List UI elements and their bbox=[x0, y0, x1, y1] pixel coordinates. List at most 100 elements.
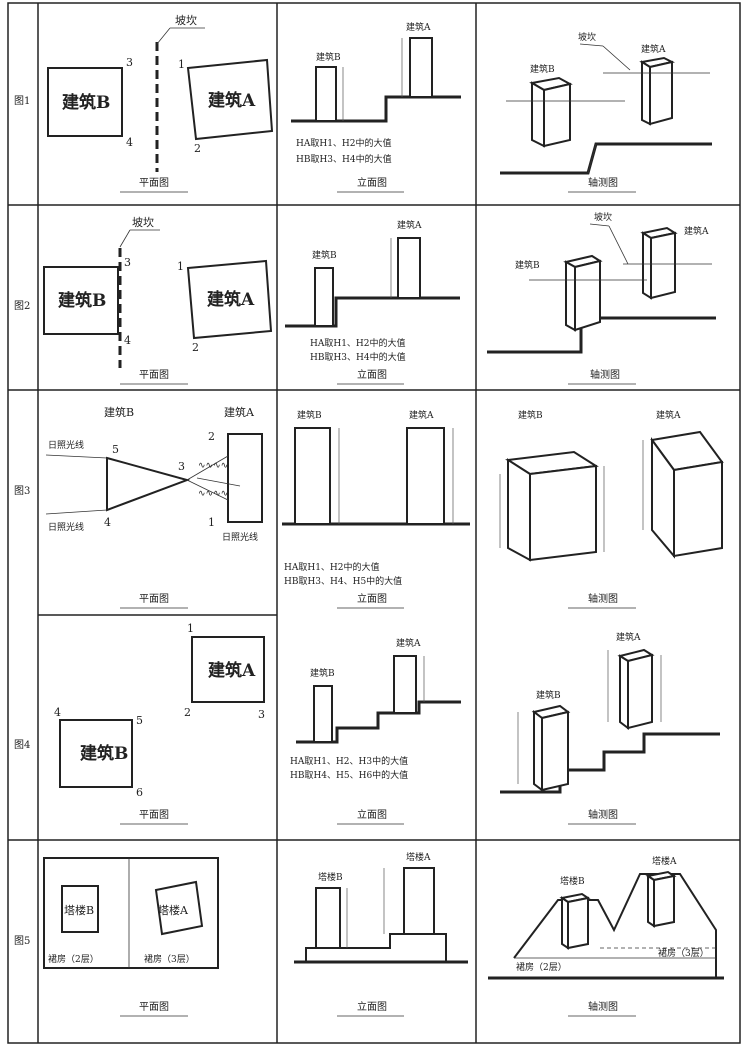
fig2-plan-slope-label: 坡坎 bbox=[132, 216, 154, 229]
fig3-plan-wave-2: ∿∿∿∿ bbox=[198, 489, 228, 499]
fig4-plan-point-4: 4 bbox=[54, 706, 61, 719]
fig2-note-b: HB取H3、H4中的大值 bbox=[310, 351, 406, 363]
row-label-2: 图2 bbox=[14, 300, 30, 312]
fig4-plan-point-1: 1 bbox=[187, 622, 194, 635]
fig4-plan-caption: 平面图 bbox=[139, 809, 169, 821]
fig2-plan-point-2: 2 bbox=[192, 341, 199, 354]
fig2-axon-slope-label: 坡坎 bbox=[594, 211, 612, 223]
fig1-plan-point-3: 3 bbox=[126, 56, 133, 69]
fig5-elev-tower-a-label: 塔楼A bbox=[406, 851, 431, 863]
fig3-plan-point-3: 3 bbox=[178, 460, 185, 473]
fig1-axon-slope-label: 坡坎 bbox=[578, 31, 596, 43]
row-label-3: 图3 bbox=[14, 485, 30, 497]
fig1-plan-point-2: 2 bbox=[194, 142, 201, 155]
fig5-axon-tower-b-label: 塔楼B bbox=[560, 875, 585, 887]
fig5-axon-caption: 轴测图 bbox=[588, 1000, 618, 1013]
fig3-elevation-caption: 立面图 bbox=[357, 592, 387, 605]
fig1-plan-building-b-label: 建筑B bbox=[62, 92, 110, 113]
fig1-plan-caption: 平面图 bbox=[139, 177, 169, 189]
fig3-plan-sun-ray-label-3: 日照光线 bbox=[222, 531, 258, 543]
fig2-elev-building-a-label: 建筑A bbox=[397, 219, 422, 231]
fig2-plan-point-1: 1 bbox=[177, 260, 184, 273]
fig3-plan-point-5: 5 bbox=[112, 443, 119, 456]
fig3-note-b: HB取H3、H4、H5中的大值 bbox=[284, 575, 402, 587]
fig3-axon-building-a-label: 建筑A bbox=[656, 409, 681, 421]
fig4-plan-point-3: 3 bbox=[258, 708, 265, 721]
fig4-plan-point-5: 5 bbox=[136, 714, 143, 727]
fig4-elevation-caption: 立面图 bbox=[357, 808, 387, 821]
fig5-plan-tower-b-label: 塔楼B bbox=[64, 903, 94, 917]
fig2-plan-point-4: 4 bbox=[124, 334, 131, 347]
fig3-elevation: 建筑B 建筑A HA取H1、H2中的大值 HB取H3、H4、H5中的大值 立面图 bbox=[282, 409, 470, 609]
fig4-elev-building-b-label: 建筑B bbox=[310, 667, 335, 679]
fig2-plan-caption: 平面图 bbox=[139, 369, 169, 381]
fig1-plan-slope-label: 坡坎 bbox=[175, 14, 197, 27]
fig3-plan-point-2: 2 bbox=[208, 430, 215, 443]
fig1-axon-building-a-label: 建筑A bbox=[641, 43, 666, 55]
fig2-plan-building-b-label: 建筑B bbox=[58, 290, 106, 311]
fig4-plan-point-6: 6 bbox=[136, 786, 143, 799]
fig1-plan-point-1: 1 bbox=[178, 58, 185, 71]
fig4-plan-building-a-label: 建筑A bbox=[208, 660, 256, 681]
fig5-plan: 塔楼B 塔楼A 裙房（2层） 裙房（3层） 平面图 bbox=[43, 857, 219, 1017]
fig3-plan-sun-ray-label-2: 日照光线 bbox=[48, 521, 84, 533]
fig1-plan: 建筑B 3 4 坡坎 建筑A 1 2 平面图 bbox=[47, 14, 274, 193]
fig3-plan-building-a-label: 建筑A bbox=[224, 405, 255, 419]
fig3-plan-sun-ray-label-1: 日照光线 bbox=[48, 439, 84, 451]
fig1-axon-building-b-label: 建筑B bbox=[530, 63, 555, 75]
fig2-note-a: HA取H1、H2中的大值 bbox=[310, 337, 406, 349]
fig4-axon: 建筑B 建筑A 轴测图 bbox=[500, 631, 720, 825]
fig3-axon: 建筑B 建筑A 轴测图 bbox=[499, 409, 724, 609]
fig1-elev-building-b-label: 建筑B bbox=[316, 51, 341, 63]
fig2-plan: 建筑B 坡坎 3 4 建筑A 1 2 平面图 bbox=[43, 216, 273, 385]
fig3-axon-caption: 轴测图 bbox=[588, 592, 618, 605]
fig3-plan-wave-1: ∿∿∿∿ bbox=[198, 461, 228, 471]
fig2-axon-caption: 轴测图 bbox=[590, 368, 620, 381]
fig1-plan-building-a-label: 建筑A bbox=[208, 90, 256, 111]
fig4-elev-building-a-label: 建筑A bbox=[396, 637, 421, 649]
fig5-plan-tower-a-label: 塔楼A bbox=[158, 903, 189, 917]
fig1-elevation-caption: 立面图 bbox=[357, 176, 387, 189]
fig5-axon-tower-a-label: 塔楼A bbox=[652, 855, 677, 867]
fig3-elev-building-a-label: 建筑A bbox=[409, 409, 434, 421]
fig2-axon: 坡坎 建筑B 建筑A 轴测图 bbox=[487, 211, 716, 385]
fig5-axon: 塔楼B 塔楼A 裙房（2层） 裙房（3层） 轴测图 bbox=[488, 855, 724, 1017]
fig2-plan-point-3: 3 bbox=[124, 256, 131, 269]
table-grid bbox=[7, 2, 741, 1044]
fig5-plan-caption: 平面图 bbox=[139, 1001, 169, 1013]
fig1-axon-caption: 轴测图 bbox=[588, 176, 618, 189]
fig4-plan: 建筑A 1 2 3 建筑B 4 5 6 平面图 bbox=[54, 622, 265, 825]
fig5-plan-podium-2-label: 裙房（2层） bbox=[48, 953, 99, 965]
fig1-plan-point-4: 4 bbox=[126, 136, 133, 149]
fig1-axon: 坡坎 建筑B 建筑A 轴测图 bbox=[500, 31, 712, 193]
fig5-plan-podium-3-label: 裙房（3层） bbox=[144, 953, 195, 965]
fig3-plan-building-b-label: 建筑B bbox=[104, 405, 134, 419]
fig4-note-a: HA取H1、H2、H3中的大值 bbox=[290, 755, 408, 767]
fig3-axon-building-b-label: 建筑B bbox=[518, 409, 543, 421]
fig3-elev-building-b-label: 建筑B bbox=[297, 409, 322, 421]
fig4-note-b: HB取H4、H5、H6中的大值 bbox=[290, 769, 408, 781]
fig1-note-b: HB取H3、H4中的大值 bbox=[296, 153, 392, 165]
fig2-axon-building-a-label: 建筑A bbox=[684, 225, 709, 237]
fig1-note-a: HA取H1、H2中的大值 bbox=[296, 137, 392, 149]
row-label-5: 图5 bbox=[14, 935, 30, 947]
fig3-plan: 建筑B 建筑A 5 4 3 2 1 日照光线 日照光线 ∿∿∿∿ ∿∿∿∿ 日照… bbox=[45, 405, 263, 609]
fig3-plan-point-4: 4 bbox=[104, 516, 111, 529]
row-label-1: 图1 bbox=[14, 95, 30, 107]
fig2-elev-building-b-label: 建筑B bbox=[312, 249, 337, 261]
fig1-elev-building-a-label: 建筑A bbox=[406, 21, 431, 33]
fig4-axon-building-a-label: 建筑A bbox=[616, 631, 641, 643]
fig3-plan-caption: 平面图 bbox=[139, 593, 169, 605]
fig1-elevation: 建筑B 建筑A HA取H1、H2中的大值 HB取H3、H4中的大值 立面图 bbox=[291, 21, 461, 193]
fig4-axon-building-b-label: 建筑B bbox=[536, 689, 561, 701]
fig4-elevation: 建筑B 建筑A HA取H1、H2、H3中的大值 HB取H4、H5、H6中的大值 … bbox=[290, 637, 461, 825]
fig2-plan-building-a-label: 建筑A bbox=[207, 289, 255, 310]
fig2-axon-building-b-label: 建筑B bbox=[515, 259, 540, 271]
fig5-elevation: 塔楼B 塔楼A 立面图 bbox=[294, 851, 468, 1017]
fig5-axon-podium-3-label: 裙房（3层） bbox=[658, 947, 709, 959]
fig3-note-a: HA取H1、H2中的大值 bbox=[284, 561, 380, 573]
fig5-elev-tower-b-label: 塔楼B bbox=[318, 871, 343, 883]
fig5-elevation-caption: 立面图 bbox=[357, 1000, 387, 1013]
fig4-plan-point-2: 2 bbox=[184, 706, 191, 719]
